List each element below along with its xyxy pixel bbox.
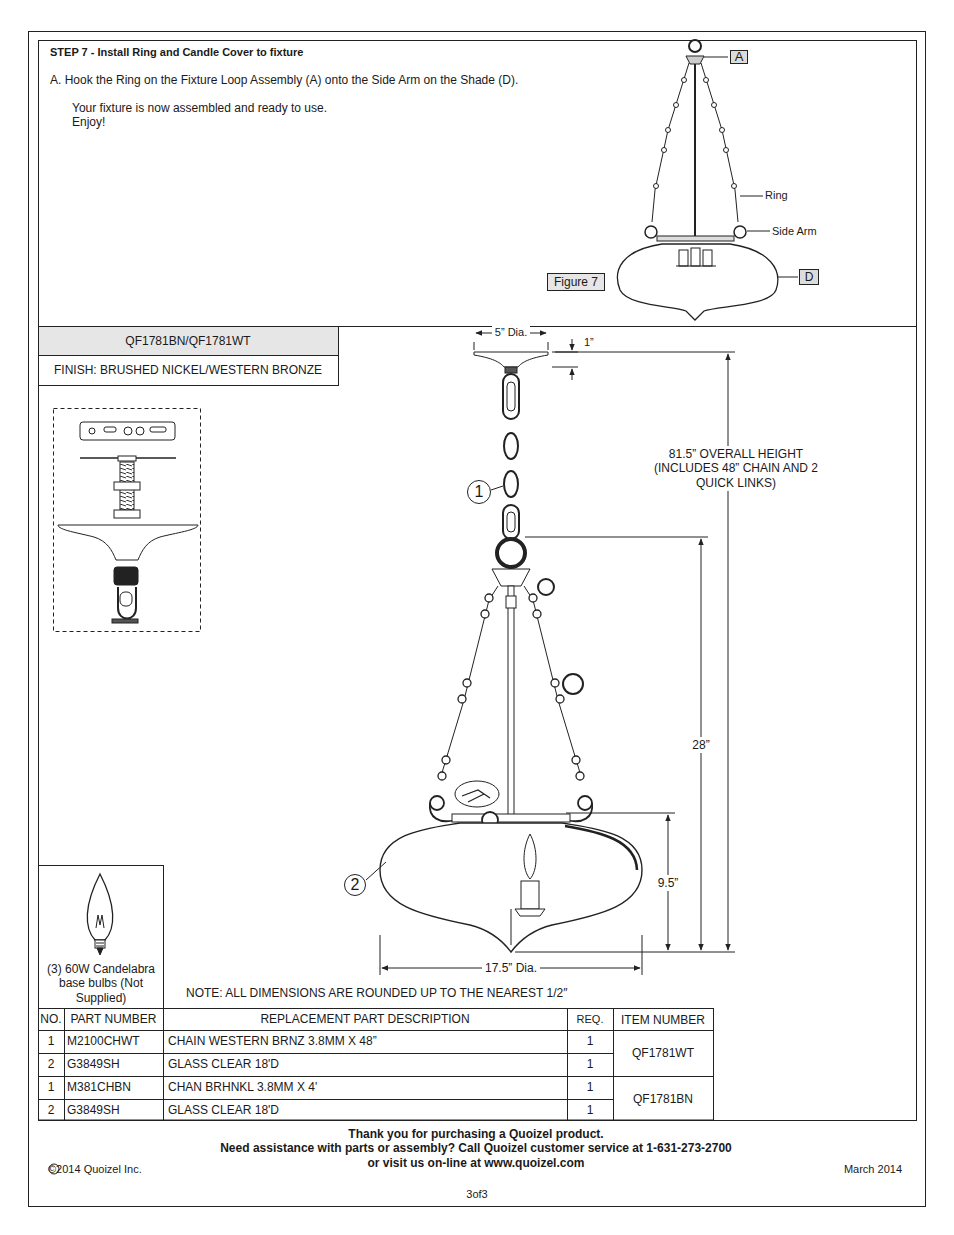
page-number: 3of3	[437, 1188, 517, 1201]
table-cell: 1	[38, 1080, 64, 1094]
table-cell: CHAIN WESTERN BRNZ 3.8MM X 48”	[168, 1034, 563, 1048]
footer-text: or visit us on-line at www.quoizel.com	[176, 1156, 776, 1170]
step-heading: STEP 7 - Install Ring and Candle Cover t…	[50, 46, 570, 59]
node-text: 2	[351, 875, 360, 894]
table-cell: M381CHBN	[67, 1080, 163, 1094]
callout-circle: 2	[344, 874, 366, 896]
table-header: PART NUMBER	[64, 1012, 163, 1026]
table-cell: GLASS CLEAR 18'D	[168, 1057, 563, 1071]
table-cell: 1	[567, 1057, 613, 1071]
table-cell: CHAN BRHNKL 3.8MM X 4'	[168, 1080, 563, 1094]
footer-text: Need assistance with parts or assembly? …	[126, 1141, 826, 1155]
table-cell: 1	[567, 1103, 613, 1117]
footer-text: Thank you for purchasing a Quoizel produ…	[176, 1127, 776, 1141]
instruction: Your fixture is now assembled and ready …	[72, 101, 362, 130]
node-text: 1	[475, 482, 484, 501]
table-cell: G3849SH	[67, 1103, 163, 1117]
node-text: Figure 7	[554, 275, 598, 289]
table-cell: M2100CHWT	[67, 1034, 163, 1048]
node-text: (3) 60W Candelabra base bulbs (Not Suppl…	[39, 962, 163, 1005]
table-cell: 2	[38, 1057, 64, 1071]
bulb-box: (3) 60W Candelabra base bulbs (Not Suppl…	[38, 865, 164, 1009]
copyright: ©2014 Quoizel Inc.	[48, 1163, 208, 1176]
label-box: Figure 7	[547, 273, 605, 291]
table-header: REQ.	[567, 1013, 613, 1026]
note: NOTE: ALL DIMENSIONS ARE ROUNDED UP TO T…	[186, 986, 656, 1000]
dimension: 5” Dia.	[486, 326, 536, 339]
table-cell: 1	[38, 1034, 64, 1048]
node-text: A	[735, 49, 744, 65]
table-header: NO.	[38, 1012, 64, 1026]
model-number: QF1781BN/QF1781WT	[38, 334, 338, 348]
table-cell: QF1781WT	[613, 1046, 713, 1060]
table-cell: G3849SH	[67, 1057, 163, 1071]
dimension: 28”	[688, 738, 714, 752]
part-name: Side Arm	[772, 225, 852, 238]
table-header: REPLACEMENT PART DESCRIPTION	[163, 1012, 567, 1026]
table-header: ITEM NUMBER	[613, 1013, 713, 1027]
callout-circle: 1	[467, 480, 491, 504]
table-cell: 2	[38, 1103, 64, 1117]
date: March 2014	[760, 1163, 902, 1176]
table-cell: QF1781BN	[613, 1092, 713, 1106]
dimension: 9.5”	[654, 876, 682, 890]
dimension: 81.5” OVERALL HEIGHT (INCLUDES 48” CHAIN…	[636, 447, 836, 490]
part-name: Ring	[765, 189, 825, 202]
dimension: 1”	[584, 336, 608, 349]
table-cell: 1	[567, 1034, 613, 1048]
instruction: A. Hook the Ring on the Fixture Loop Ass…	[50, 73, 630, 87]
table-cell: 1	[567, 1080, 613, 1094]
label-box: A	[730, 50, 748, 64]
dimension: 17.5” Dia.	[476, 961, 546, 975]
label-box: D	[799, 269, 819, 285]
table-cell: GLASS CLEAR 18'D	[168, 1103, 563, 1117]
node-text: D	[805, 270, 814, 284]
finish-name: FINISH: BRUSHED NICKEL/WESTERN BRONZE	[38, 363, 338, 377]
